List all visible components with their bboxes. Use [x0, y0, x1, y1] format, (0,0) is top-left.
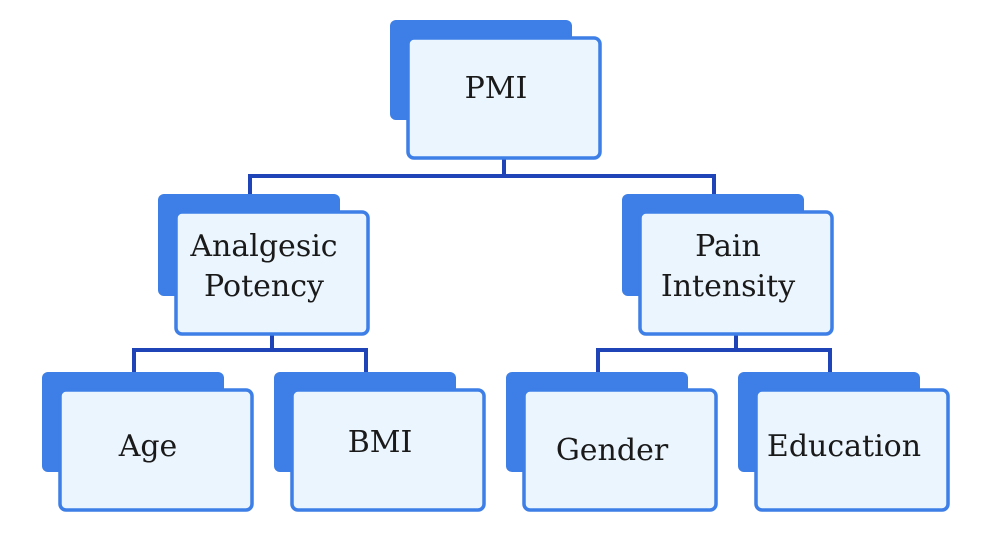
node-label: Potency [204, 269, 324, 304]
node-box [754, 388, 950, 512]
node-label: Education [767, 429, 921, 464]
node-box [406, 36, 602, 160]
node-box [638, 210, 834, 336]
node-box [290, 388, 486, 512]
node-education: Education [738, 372, 950, 512]
node-gender: Gender [506, 372, 718, 512]
node-pmi: PMI [390, 20, 602, 160]
node-label: Intensity [661, 269, 795, 304]
node-label: BMI [348, 425, 413, 460]
node-label: Age [118, 429, 178, 464]
node-label: Gender [556, 433, 669, 468]
connectors [132, 156, 832, 376]
node-bmi: BMI [274, 372, 486, 512]
node-box [522, 388, 718, 512]
node-label: Analgesic [189, 229, 337, 264]
node-box [58, 388, 254, 512]
node-box [174, 210, 370, 336]
node-age: Age [42, 372, 254, 512]
node-label: PMI [465, 71, 528, 106]
node-label: Pain [695, 229, 761, 264]
